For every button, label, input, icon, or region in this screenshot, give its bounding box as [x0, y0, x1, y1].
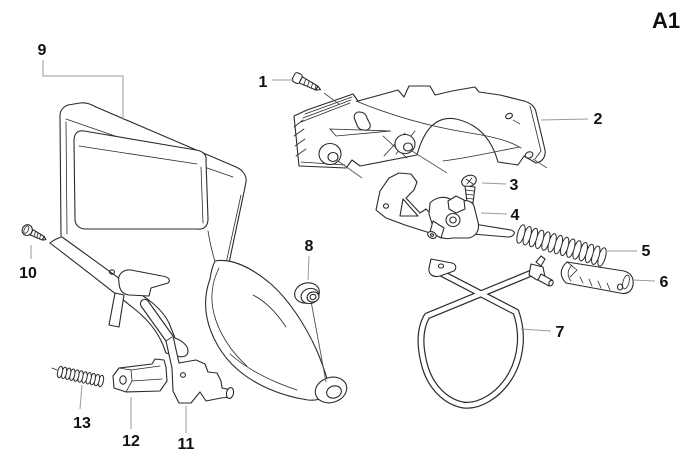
callout-7: 7	[556, 324, 565, 341]
callout-8: 8	[305, 238, 314, 255]
callout-3: 3	[510, 177, 519, 194]
callout-11: 11	[178, 436, 195, 453]
part-spring-large	[516, 224, 607, 267]
part-brake-band	[417, 255, 554, 409]
part-screw-3	[461, 174, 477, 208]
callout-2: 2	[594, 111, 603, 128]
callout-13: 13	[73, 415, 91, 432]
callout-12: 12	[122, 433, 140, 450]
part-screw-10	[21, 224, 47, 241]
part-handle-frame	[49, 102, 348, 404]
part-grommet	[294, 282, 327, 383]
part-cover-plate	[293, 85, 548, 179]
part-screw-1	[291, 72, 340, 105]
part-interlock-lever	[140, 298, 235, 404]
callout-10: 10	[19, 265, 37, 282]
part-brake-lever-assembly	[375, 172, 515, 240]
page-code: A1	[652, 8, 680, 33]
part-spring-sleeve	[560, 261, 634, 295]
leader-lines	[30, 60, 656, 433]
callout-1: 1	[259, 74, 268, 91]
callout-4: 4	[511, 207, 520, 224]
part-hex-block	[112, 358, 168, 393]
callout-5: 5	[642, 243, 651, 260]
part-spring-small	[56, 365, 105, 388]
callout-9: 9	[38, 42, 47, 59]
callout-6: 6	[660, 274, 669, 291]
spring-wire-end	[51, 367, 58, 371]
